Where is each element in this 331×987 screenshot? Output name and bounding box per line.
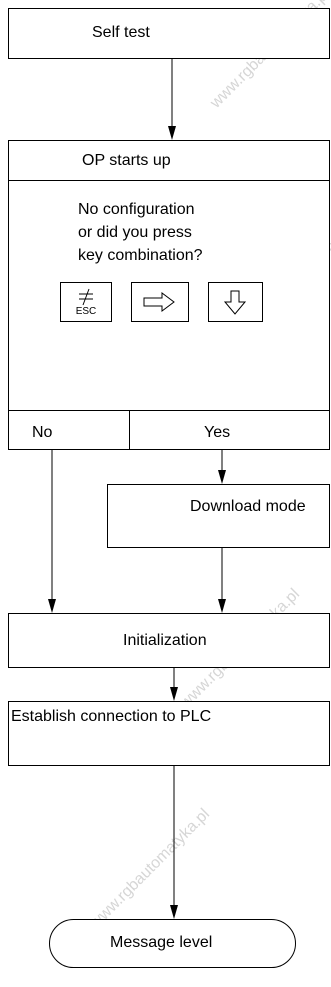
branch-no-label: No <box>32 424 53 441</box>
branch-divider <box>8 410 330 411</box>
question-line-3: key combination? <box>78 247 203 264</box>
download-mode-label: Download mode <box>190 498 306 515</box>
self-test-box <box>8 8 330 59</box>
initialization-label: Initialization <box>123 632 207 649</box>
esc-symbol-icon <box>79 288 93 306</box>
message-level-terminator <box>49 919 296 968</box>
down-arrow-icon <box>223 290 247 315</box>
esc-key-label: ESC <box>75 306 97 317</box>
arrowhead <box>170 905 178 919</box>
arrowhead <box>48 599 56 613</box>
op-title-divider <box>8 180 330 181</box>
arrowhead <box>218 470 226 484</box>
arrowhead <box>218 599 226 613</box>
arrowhead <box>170 687 178 701</box>
right-arrow-icon <box>143 292 175 312</box>
question-line-1: No configuration <box>78 201 195 218</box>
establish-connection-label: Establish connection to PLC <box>11 708 212 725</box>
branch-yes-label: Yes <box>204 424 231 441</box>
esc-key-icon: ESC <box>60 282 112 322</box>
message-level-label: Message level <box>110 934 213 951</box>
right-arrow-key-icon <box>131 282 189 322</box>
arrowhead <box>168 126 176 140</box>
branch-separator <box>129 410 130 450</box>
down-arrow-key-icon <box>208 282 263 322</box>
establish-connection-box <box>8 701 330 766</box>
initialization-box <box>8 613 330 668</box>
download-mode-box <box>107 484 330 548</box>
self-test-label: Self test <box>92 24 150 41</box>
op-starts-up-label: OP starts up <box>82 152 171 169</box>
question-line-2: or did you press <box>78 224 192 241</box>
